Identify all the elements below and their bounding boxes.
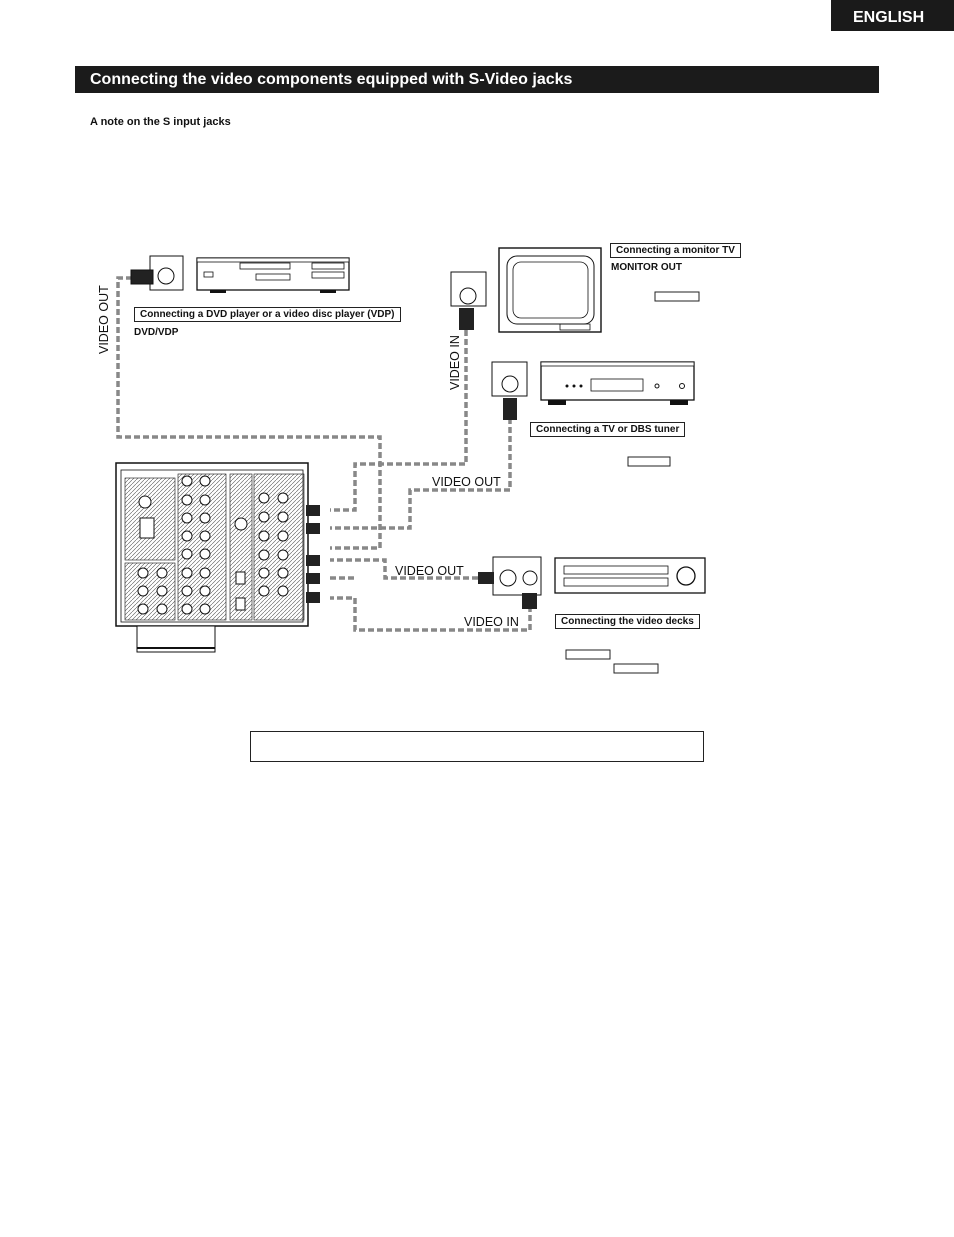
monitor-video-in-label: VIDEO IN: [448, 335, 462, 390]
note-heading: A note on the S input jacks: [90, 116, 231, 128]
deck-tag-box-1: [565, 649, 611, 660]
language-tab: ENGLISH: [831, 0, 954, 31]
monitor-heading: Connecting a monitor TV: [610, 243, 741, 258]
dvd-heading: Connecting a DVD player or a video disc …: [134, 307, 401, 322]
dvd-player-device: [130, 255, 350, 293]
tuner-tag-box: [627, 456, 671, 467]
dvd-cable: [116, 276, 382, 550]
monitor-tv-device: [450, 247, 602, 333]
monitor-tag-box: [654, 291, 700, 302]
monitor-cable: [330, 330, 468, 512]
video-deck-device: [478, 556, 706, 609]
deck-video-in-label: VIDEO IN: [464, 615, 519, 629]
deck-in-cable: [330, 596, 532, 632]
tuner-heading: Connecting a TV or DBS tuner: [530, 422, 686, 437]
tuner-device: [491, 361, 695, 420]
dvd-device-label: DVD/VDP: [134, 327, 179, 338]
deck-out-cable: [330, 558, 478, 580]
tuner-cable: [330, 418, 512, 530]
dvd-video-out-label: VIDEO OUT: [97, 285, 111, 354]
deck-tag-box-2: [613, 663, 659, 674]
section-title: Connecting the video components equipped…: [75, 66, 879, 93]
monitor-out-label: MONITOR OUT: [611, 262, 682, 273]
decks-heading: Connecting the video decks: [555, 614, 700, 629]
tuner-video-out-label: VIDEO OUT: [432, 475, 501, 489]
info-frame: [250, 731, 704, 762]
deck-video-out-label: VIDEO OUT: [395, 564, 464, 578]
receiver-rear-panel: [115, 462, 320, 653]
